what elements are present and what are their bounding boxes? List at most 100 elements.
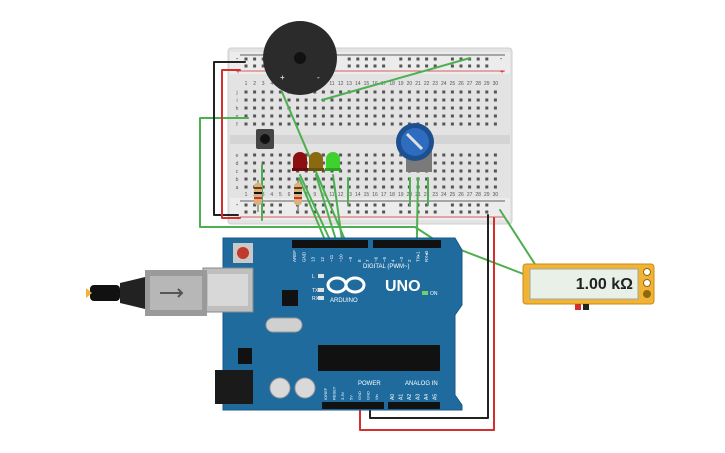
breadboard-hole[interactable]: [313, 98, 317, 102]
breadboard-hole[interactable]: [373, 210, 377, 214]
breadboard-hole[interactable]: [244, 161, 248, 165]
breadboard-hole[interactable]: [347, 114, 351, 118]
breadboard-hole[interactable]: [304, 153, 308, 157]
breadboard-hole[interactable]: [364, 169, 368, 173]
multimeter[interactable]: [522, 263, 655, 310]
breadboard-hole[interactable]: [373, 98, 377, 102]
breadboard-hole[interactable]: [356, 153, 360, 157]
breadboard-hole[interactable]: [468, 169, 472, 173]
breadboard-hole[interactable]: [347, 177, 351, 181]
breadboard-hole[interactable]: [364, 210, 368, 214]
breadboard-hole[interactable]: [493, 177, 497, 181]
breadboard-hole[interactable]: [485, 169, 489, 173]
breadboard-hole[interactable]: [253, 106, 257, 110]
breadboard-hole[interactable]: [270, 161, 274, 165]
breadboard-hole[interactable]: [459, 161, 463, 165]
breadboard-hole[interactable]: [287, 122, 291, 126]
breadboard-hole[interactable]: [442, 161, 446, 165]
breadboard-hole[interactable]: [476, 98, 480, 102]
breadboard-hole[interactable]: [330, 185, 334, 189]
breadboard-hole[interactable]: [278, 114, 282, 118]
breadboard-hole[interactable]: [261, 210, 265, 214]
breadboard-hole[interactable]: [244, 64, 248, 68]
breadboard-hole[interactable]: [356, 122, 360, 126]
breadboard-hole[interactable]: [278, 122, 282, 126]
breadboard-hole[interactable]: [485, 57, 489, 61]
breadboard-hole[interactable]: [364, 98, 368, 102]
breadboard-hole[interactable]: [287, 98, 291, 102]
breadboard-hole[interactable]: [493, 153, 497, 157]
breadboard-hole[interactable]: [339, 177, 343, 181]
breadboard-hole[interactable]: [407, 114, 411, 118]
breadboard-hole[interactable]: [339, 185, 343, 189]
breadboard-hole[interactable]: [321, 90, 325, 94]
breadboard-hole[interactable]: [339, 122, 343, 126]
mode-v-button[interactable]: [643, 279, 651, 287]
breadboard-hole[interactable]: [468, 90, 472, 94]
breadboard-hole[interactable]: [485, 64, 489, 68]
breadboard-hole[interactable]: [347, 169, 351, 173]
breadboard-hole[interactable]: [416, 98, 420, 102]
breadboard-hole[interactable]: [330, 106, 334, 110]
breadboard-hole[interactable]: [296, 177, 300, 181]
breadboard-hole[interactable]: [313, 90, 317, 94]
breadboard-hole[interactable]: [356, 161, 360, 165]
breadboard-hole[interactable]: [399, 98, 403, 102]
breadboard-hole[interactable]: [278, 161, 282, 165]
breadboard-hole[interactable]: [433, 106, 437, 110]
breadboard-hole[interactable]: [364, 203, 368, 207]
breadboard-hole[interactable]: [253, 90, 257, 94]
breadboard-hole[interactable]: [399, 177, 403, 181]
breadboard-hole[interactable]: [244, 169, 248, 173]
breadboard-hole[interactable]: [244, 185, 248, 189]
breadboard-hole[interactable]: [364, 106, 368, 110]
breadboard-hole[interactable]: [399, 153, 403, 157]
mode-a-button[interactable]: [643, 268, 651, 276]
resistor-2[interactable]: [294, 180, 302, 212]
breadboard-hole[interactable]: [330, 203, 334, 207]
breadboard-hole[interactable]: [382, 177, 386, 181]
breadboard-hole[interactable]: [304, 114, 308, 118]
breadboard-hole[interactable]: [261, 177, 265, 181]
breadboard-hole[interactable]: [253, 177, 257, 181]
breadboard-hole[interactable]: [253, 169, 257, 173]
breadboard-hole[interactable]: [287, 177, 291, 181]
breadboard-hole[interactable]: [261, 98, 265, 102]
wire-led-yellow[interactable]: [315, 174, 337, 241]
breadboard-hole[interactable]: [304, 210, 308, 214]
breadboard-hole[interactable]: [373, 114, 377, 118]
breadboard-hole[interactable]: [270, 90, 274, 94]
breadboard-hole[interactable]: [450, 153, 454, 157]
wire-gnd-left[interactable]: [213, 61, 246, 216]
breadboard-hole[interactable]: [287, 114, 291, 118]
breadboard-hole[interactable]: [287, 185, 291, 189]
breadboard-hole[interactable]: [390, 98, 394, 102]
breadboard-hole[interactable]: [253, 203, 257, 207]
breadboard-hole[interactable]: [425, 90, 429, 94]
breadboard-hole[interactable]: [399, 106, 403, 110]
breadboard-hole[interactable]: [253, 64, 257, 68]
breadboard-hole[interactable]: [485, 98, 489, 102]
breadboard-hole[interactable]: [433, 153, 437, 157]
breadboard-hole[interactable]: [476, 185, 480, 189]
breadboard-hole[interactable]: [450, 203, 454, 207]
breadboard-hole[interactable]: [347, 64, 351, 68]
breadboard-hole[interactable]: [459, 203, 463, 207]
breadboard-hole[interactable]: [459, 169, 463, 173]
breadboard-hole[interactable]: [373, 122, 377, 126]
breadboard-hole[interactable]: [270, 122, 274, 126]
breadboard-hole[interactable]: [321, 153, 325, 157]
breadboard-hole[interactable]: [356, 106, 360, 110]
breadboard-hole[interactable]: [313, 114, 317, 118]
breadboard-hole[interactable]: [459, 185, 463, 189]
breadboard-hole[interactable]: [476, 90, 480, 94]
breadboard-hole[interactable]: [493, 122, 497, 126]
breadboard-hole[interactable]: [373, 90, 377, 94]
breadboard-hole[interactable]: [468, 153, 472, 157]
breadboard-hole[interactable]: [433, 185, 437, 189]
breadboard-hole[interactable]: [416, 114, 420, 118]
breadboard-hole[interactable]: [321, 210, 325, 214]
breadboard-hole[interactable]: [476, 203, 480, 207]
breadboard-hole[interactable]: [485, 203, 489, 207]
